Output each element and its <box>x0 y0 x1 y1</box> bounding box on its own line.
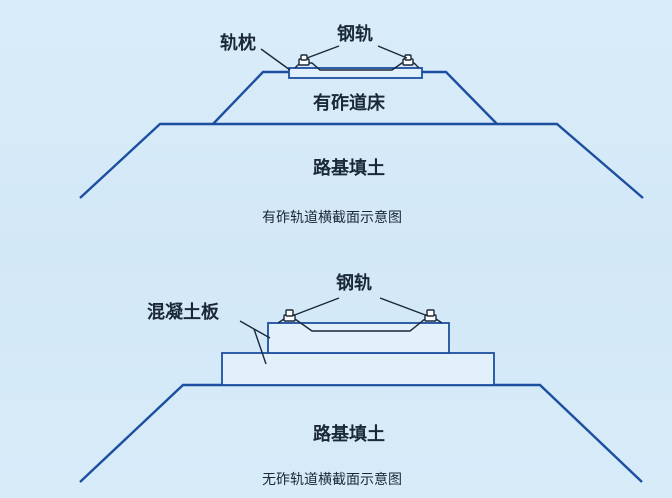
top-subgrade-embankment <box>79 122 644 199</box>
bottom-rail-leader-left <box>291 297 340 317</box>
sleeper <box>288 67 423 79</box>
bottom-subgrade-label: 路基填土 <box>313 423 385 445</box>
top-subgrade-label: 路基填土 <box>313 157 385 179</box>
top-left-rail-bolt <box>298 54 310 66</box>
slab-leader-line-upper <box>253 328 271 339</box>
ballastless-track-section: 混凝土板 钢轨 路基填土 无砟轨道横截面示意图 <box>79 272 643 488</box>
ballastless-track-caption: 无砟轨道横截面示意图 <box>262 471 402 488</box>
concrete-base-slab <box>221 352 495 386</box>
bottom-rail-label: 钢轨 <box>336 272 372 294</box>
ballast-bed-label: 有砟道床 <box>313 92 386 114</box>
ballasted-track-section: 轨枕 钢轨 有砟道床 路基填土 有砟轨道横截面示意图 <box>79 23 644 226</box>
ballasted-track-caption: 有砟轨道横截面示意图 <box>262 209 402 226</box>
sleeper-label: 轨枕 <box>220 32 256 54</box>
concrete-track-slab <box>267 322 450 354</box>
top-rail-leader-left <box>306 45 340 59</box>
top-rail-leader-right <box>377 45 408 59</box>
concrete-slab-label: 混凝土板 <box>147 301 220 323</box>
top-rail-label: 钢轨 <box>337 23 373 45</box>
bottom-right-rail-bolt <box>424 309 437 322</box>
bottom-rail-leader-right <box>379 297 429 317</box>
sleeper-leader-line <box>260 48 291 71</box>
